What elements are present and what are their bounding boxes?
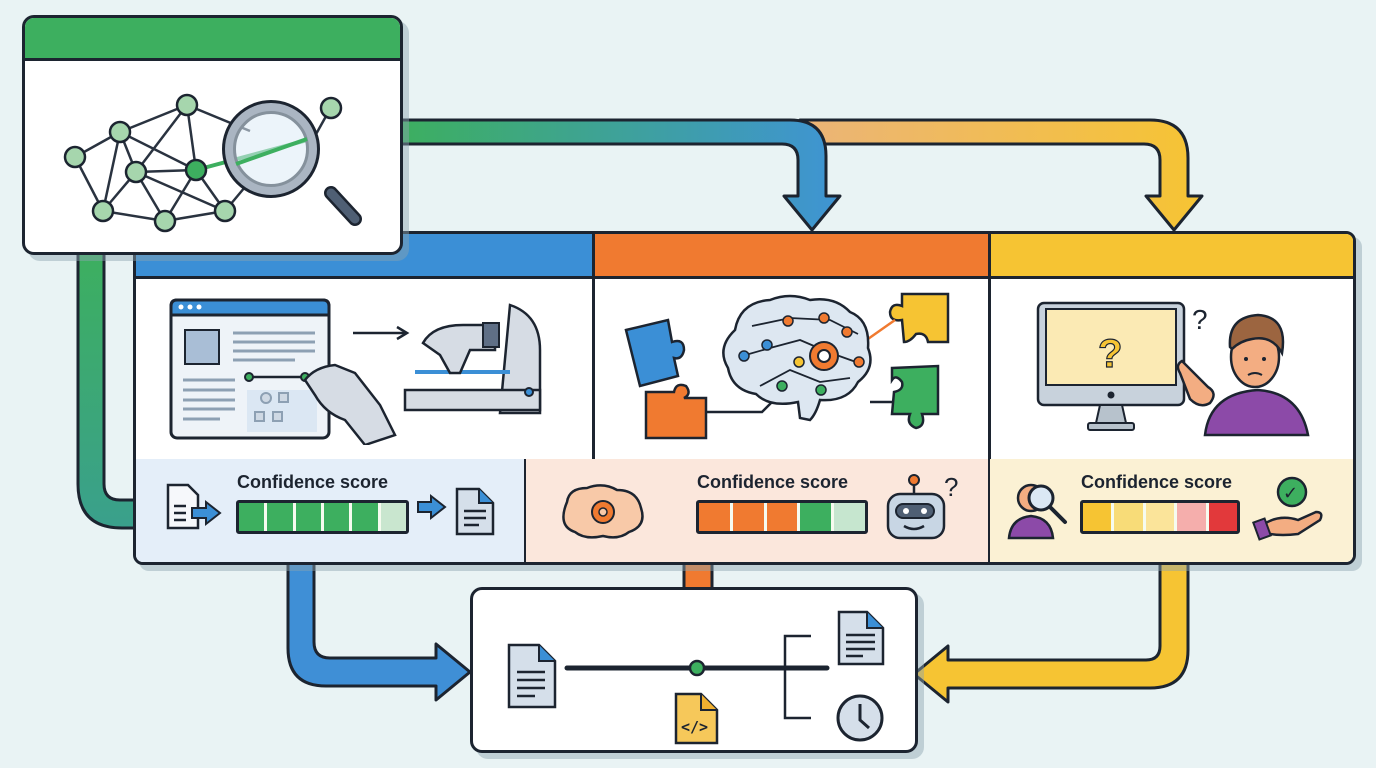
output-panel: </> (470, 587, 918, 753)
arrow-left-loop (76, 248, 138, 530)
confidence-segment (323, 503, 353, 531)
confidence-segment (1114, 503, 1146, 531)
confidence-segment (239, 503, 268, 531)
confidence-label-web: Confidence score (237, 472, 389, 492)
confidence-label-human: Confidence score (1081, 472, 1233, 492)
confidence-bar-human (1080, 500, 1240, 534)
magnifier-icon (222, 100, 362, 226)
confidence-segment (800, 503, 835, 531)
knowledge-graph-panel (22, 15, 403, 255)
puzzle-piece-orange (644, 383, 708, 440)
confidence-segment (1208, 503, 1237, 531)
confidence-bar-reasoning (696, 500, 868, 534)
knowledge-graph-illustration (63, 93, 362, 233)
clock-icon (836, 694, 884, 742)
confidence-segment (699, 503, 733, 531)
confidence-segment (766, 503, 801, 531)
output-illustration: </> (507, 610, 885, 745)
arrow-blue-to-output (286, 560, 472, 702)
confidence-bar-web (236, 500, 409, 534)
monitor-question-icon: ? (1098, 332, 1122, 376)
result-document-icon (837, 610, 885, 666)
arrow-to-human-review (798, 118, 1204, 232)
confidence-segment (295, 503, 324, 531)
confidence-segment (380, 503, 406, 531)
checkmark-icon: ✓ (1283, 483, 1298, 504)
arrow-yellow-to-output (912, 560, 1190, 704)
confidence-segment (1083, 503, 1115, 531)
confidence-segment (267, 503, 296, 531)
reviewer-magnifier-icon (1007, 483, 1067, 540)
gear-icon (809, 341, 839, 371)
confidence-segment (1177, 503, 1209, 531)
puzzle-piece-yellow (888, 292, 950, 344)
code-file-icon: </> (674, 692, 719, 745)
puzzle-piece-blue (624, 318, 686, 388)
svg-text:</>: </> (681, 718, 708, 736)
reasoning-illustration (624, 292, 950, 440)
output-document-icon (417, 487, 495, 536)
human-review-illustration: ? ? (1036, 301, 1310, 437)
stage-header-human-review (991, 234, 1353, 279)
puzzle-piece-green (890, 364, 940, 430)
stage-header-reasoning (595, 234, 991, 279)
confidence-segment (352, 503, 381, 531)
knowledge-graph-header (25, 18, 400, 61)
robot-question-icon: ? (944, 472, 958, 502)
input-document-icon (166, 483, 222, 530)
thought-question-icon: ? (1192, 304, 1208, 335)
web-automation-illustration (169, 298, 542, 445)
arrow-to-reasoning (396, 118, 842, 232)
confidence-segment (732, 503, 767, 531)
robot-icon: ? (886, 472, 958, 540)
source-document-icon (507, 643, 557, 709)
confidence-segment (1145, 503, 1178, 531)
confidence-label-reasoning: Confidence score (697, 472, 849, 492)
brain-gear-icon (562, 484, 644, 539)
pointing-hand (1176, 359, 1215, 407)
confidence-segment (834, 503, 865, 531)
approval-hand-icon: ✓ (1252, 476, 1323, 541)
